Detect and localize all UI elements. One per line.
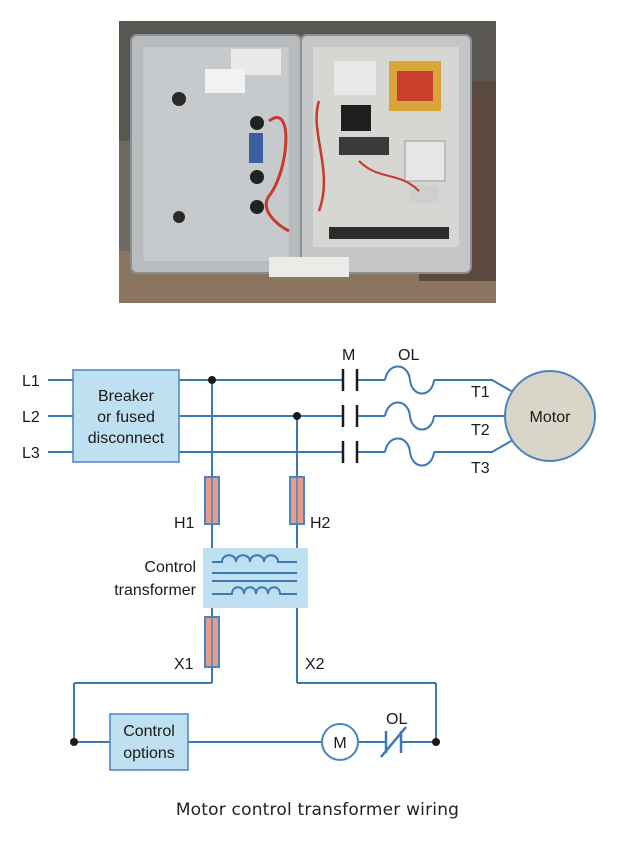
fuse-h2 [289, 476, 305, 525]
transformer-label-2: transformer [114, 582, 196, 599]
fuse-x1 [204, 616, 220, 668]
motor-label: Motor [530, 409, 572, 426]
control-options-label-1: Control [123, 723, 175, 740]
fuse-label-h1: H1 [174, 515, 195, 532]
line-label-l2: L2 [22, 409, 40, 426]
figure-caption: Motor control transformer wiring [175, 800, 460, 820]
breaker-label-1: Breaker [98, 388, 155, 405]
overload-label: OL [398, 347, 419, 364]
contactor-contacts [341, 369, 359, 463]
terminal-t2: T2 [471, 422, 490, 439]
control-transformer [203, 548, 308, 608]
overload-nc-contact [380, 726, 407, 758]
line-label-l1: L1 [22, 373, 40, 390]
control-motor-coil [321, 723, 359, 761]
breaker-box [72, 369, 180, 463]
junction-dots [70, 376, 440, 746]
line-label-l3: L3 [22, 445, 40, 462]
fuse-h1 [204, 476, 220, 525]
fuse-label-h2: H2 [310, 515, 331, 532]
breaker-label-3: disconnect [88, 430, 165, 447]
control-options-box [109, 713, 189, 771]
breaker-label-2: or fused [97, 409, 155, 426]
terminal-t1: T1 [471, 384, 490, 401]
control-panel-photo [119, 21, 496, 303]
contactor-label: M [342, 347, 355, 364]
fuse-label-x2: X2 [305, 656, 325, 673]
control-options-label-2: options [123, 745, 175, 762]
control-motor-label: M [333, 735, 346, 752]
motor [504, 370, 596, 462]
transformer-label-1: Control [144, 559, 196, 576]
control-overload-label: OL [386, 711, 407, 728]
fuse-label-x1: X1 [174, 656, 194, 673]
terminal-t3: T3 [471, 460, 490, 477]
